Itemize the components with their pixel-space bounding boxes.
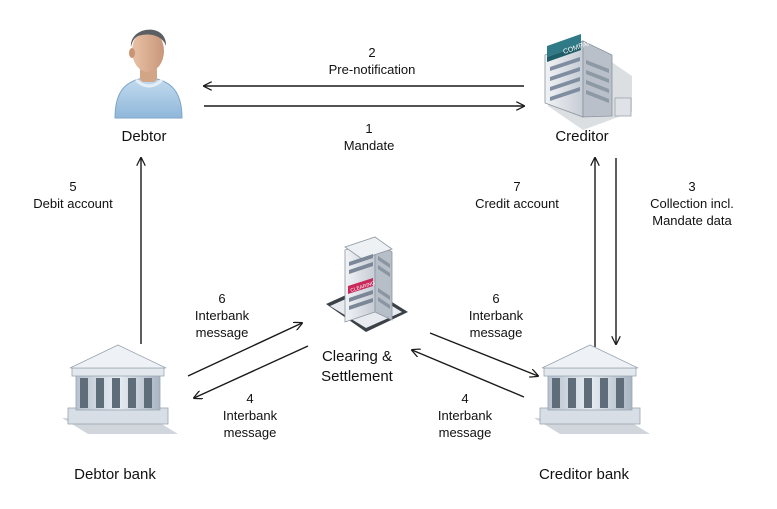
flow-text-line2: message: [223, 425, 277, 440]
flow-text-line2: message: [469, 325, 523, 340]
debtor-label: Debtor: [121, 128, 167, 145]
step-number: 3: [688, 179, 696, 194]
arrow-interbank-6-left: [187, 323, 302, 377]
arrow-interbank-4-left: [194, 345, 309, 398]
clearing-label-line2: Settlement: [321, 368, 393, 385]
company-building-icon: [544, 34, 632, 130]
flow-text: Mandate: [343, 138, 395, 153]
arrow-interbank-4-right: [412, 350, 525, 398]
creditor-bank-icon: [534, 344, 650, 434]
flow-text: Credit account: [475, 196, 559, 211]
mandate-label: 1 Mandate: [344, 120, 395, 154]
step-number: 4: [246, 391, 254, 406]
credit-account-label: 7 Credit account: [475, 178, 559, 212]
debtor-bank-label: Debtor bank: [74, 466, 156, 483]
flow-text: Debit account: [33, 196, 113, 211]
flow-text-line2: message: [438, 425, 492, 440]
step-number: 6: [218, 291, 226, 306]
step-number: 7: [513, 179, 521, 194]
step-number: 1: [365, 121, 373, 136]
creditor-bank-label: Creditor bank: [538, 466, 630, 483]
clearing-building-icon: [326, 236, 408, 332]
interbank-4-right-label: 4 Interbank message: [438, 390, 492, 441]
flow-text-line1: Interbank: [437, 408, 493, 423]
flow-text-line1: Interbank: [468, 308, 524, 323]
flow-text-line1: Interbank: [194, 308, 250, 323]
interbank-4-left-label: 4 Interbank message: [223, 390, 277, 441]
debtor-bank-icon: [62, 344, 178, 434]
clearing-label: Clearing & Settlement: [321, 347, 393, 387]
debit-account-label: 5 Debit account: [33, 178, 113, 212]
flow-text-line1: Collection incl.: [650, 196, 734, 211]
flow-text-line1: Interbank: [222, 408, 278, 423]
collection-label: 3 Collection incl. Mandate data: [650, 178, 734, 229]
step-number: 2: [368, 45, 376, 60]
person-icon: [114, 29, 183, 119]
step-number: 5: [69, 179, 77, 194]
flow-text: Pre-notification: [328, 62, 416, 77]
flow-text-line2: Mandate data: [652, 213, 732, 228]
pre-notification-label: 2 Pre-notification: [329, 44, 416, 78]
step-number: 6: [492, 291, 500, 306]
arrow-interbank-6-right: [429, 332, 538, 376]
clearing-label-line1: Clearing &: [321, 348, 393, 365]
interbank-6-left-label: 6 Interbank message: [195, 290, 249, 341]
step-number: 4: [461, 391, 469, 406]
creditor-label: Creditor: [555, 128, 609, 145]
flow-text-line2: message: [195, 325, 249, 340]
interbank-6-right-label: 6 Interbank message: [469, 290, 523, 341]
